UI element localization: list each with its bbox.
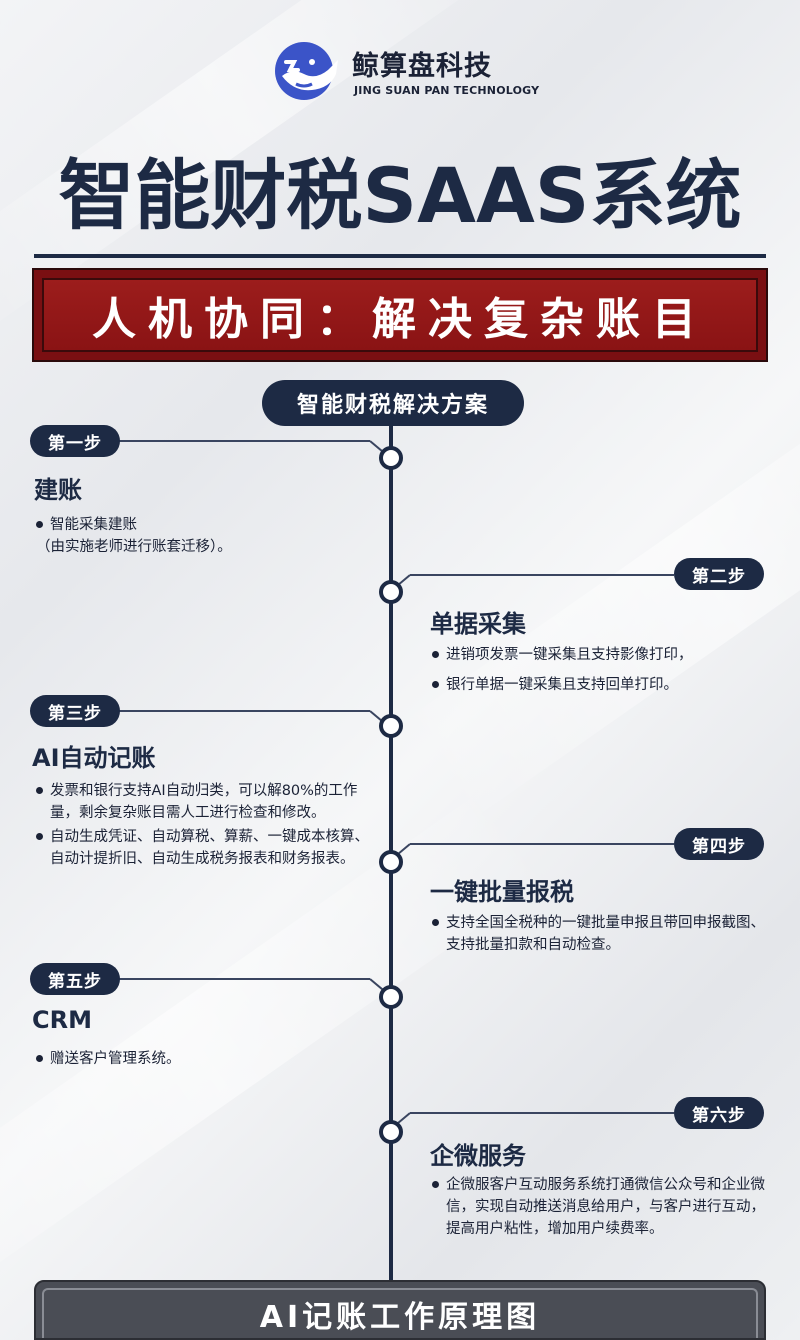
step-bullets: 发票和银行支持AI自动归类，可以解80%的工作量，剩余复杂账目需人工进行检查和修… — [36, 780, 370, 878]
step-bullets: 企微服客户互动服务系统打通微信公众号和企业微信，实现自动推送消息给用户，与客户进… — [432, 1174, 766, 1248]
bullet-item: 进销项发票一键采集且支持影像打印， — [432, 644, 772, 666]
step-title: AI自动记账 — [32, 744, 156, 772]
step-bullets: 支持全国全税种的一键批量申报且带回申报截图、支持批量扣款和自动检查。 — [432, 912, 766, 964]
bullet-note: （由实施老师进行账套迁移）。 — [36, 539, 232, 555]
step-bullets: 赠送客户管理系统。 — [36, 1048, 366, 1078]
timeline-node — [379, 1120, 403, 1144]
timeline-node — [379, 446, 403, 470]
brand-name: 鲸算盘科技 — [352, 51, 492, 82]
step-label: 第三步 — [30, 695, 120, 727]
step-label: 第五步 — [30, 963, 120, 995]
step-title: 建账 — [34, 476, 82, 504]
timeline-node — [379, 985, 403, 1009]
brand-subtitle: JING SUAN PAN TECHNOLOGY — [354, 84, 540, 97]
solution-label-pill: 智能财税解决方案 — [262, 380, 524, 426]
step-label: 第六步 — [674, 1097, 764, 1129]
timeline-node — [379, 714, 403, 738]
step-label: 第一步 — [30, 425, 120, 457]
step-title: CRM — [32, 1006, 92, 1034]
bullet-item: 自动生成凭证、自动算税、算薪、一键成本核算、自动计提折旧、自动生成税务报表和财务… — [36, 826, 370, 870]
bullet-item: 银行单据一键采集且支持回单打印。 — [432, 674, 772, 696]
connector-line — [410, 1112, 674, 1114]
step-label: 第二步 — [674, 558, 764, 590]
page-title: 智能财税SAAS系统 — [58, 151, 742, 240]
bullet-item: 企微服客户互动服务系统打通微信公众号和企业微信，实现自动推送消息给用户，与客户进… — [432, 1174, 766, 1240]
connector-line — [410, 574, 674, 576]
step-bullets: 进销项发票一键采集且支持影像打印， 银行单据一键采集且支持回单打印。 — [432, 644, 772, 704]
headline-banner: 人机协同：解决复杂账目 — [32, 268, 768, 362]
footer-banner: AI记账工作原理图 — [34, 1280, 766, 1340]
footer-banner-inner: AI记账工作原理图 — [42, 1288, 758, 1338]
timeline-node — [379, 850, 403, 874]
bullet-item: 支持全国全税种的一键批量申报且带回申报截图、支持批量扣款和自动检查。 — [432, 912, 766, 956]
step-label: 第四步 — [674, 828, 764, 860]
step-bullets: 智能采集建账 （由实施老师进行账套迁移）。 — [36, 514, 366, 558]
bullet-item: 发票和银行支持AI自动归类，可以解80%的工作量，剩余复杂账目需人工进行检查和修… — [36, 780, 370, 824]
connector-line — [118, 978, 370, 980]
step-title: 一键批量报税 — [430, 878, 574, 906]
bullet-item: 赠送客户管理系统。 — [36, 1048, 366, 1070]
timeline-node — [379, 580, 403, 604]
headline-banner-inner: 人机协同：解决复杂账目 — [42, 278, 758, 352]
footer-text: AI记账工作原理图 — [259, 1300, 541, 1335]
connector-line — [410, 843, 674, 845]
headline-text: 人机协同：解决复杂账目 — [92, 294, 708, 345]
title-divider — [34, 254, 766, 258]
bullet-item: 智能采集建账 — [36, 514, 366, 536]
step-title: 单据采集 — [430, 610, 526, 638]
connector-line — [118, 440, 370, 442]
brand-logo: 鲸算盘科技 JING SUAN PAN TECHNOLOGY — [272, 40, 539, 104]
step-title: 企微服务 — [430, 1142, 526, 1170]
whale-logo-icon — [275, 42, 338, 100]
connector-line — [118, 710, 370, 712]
